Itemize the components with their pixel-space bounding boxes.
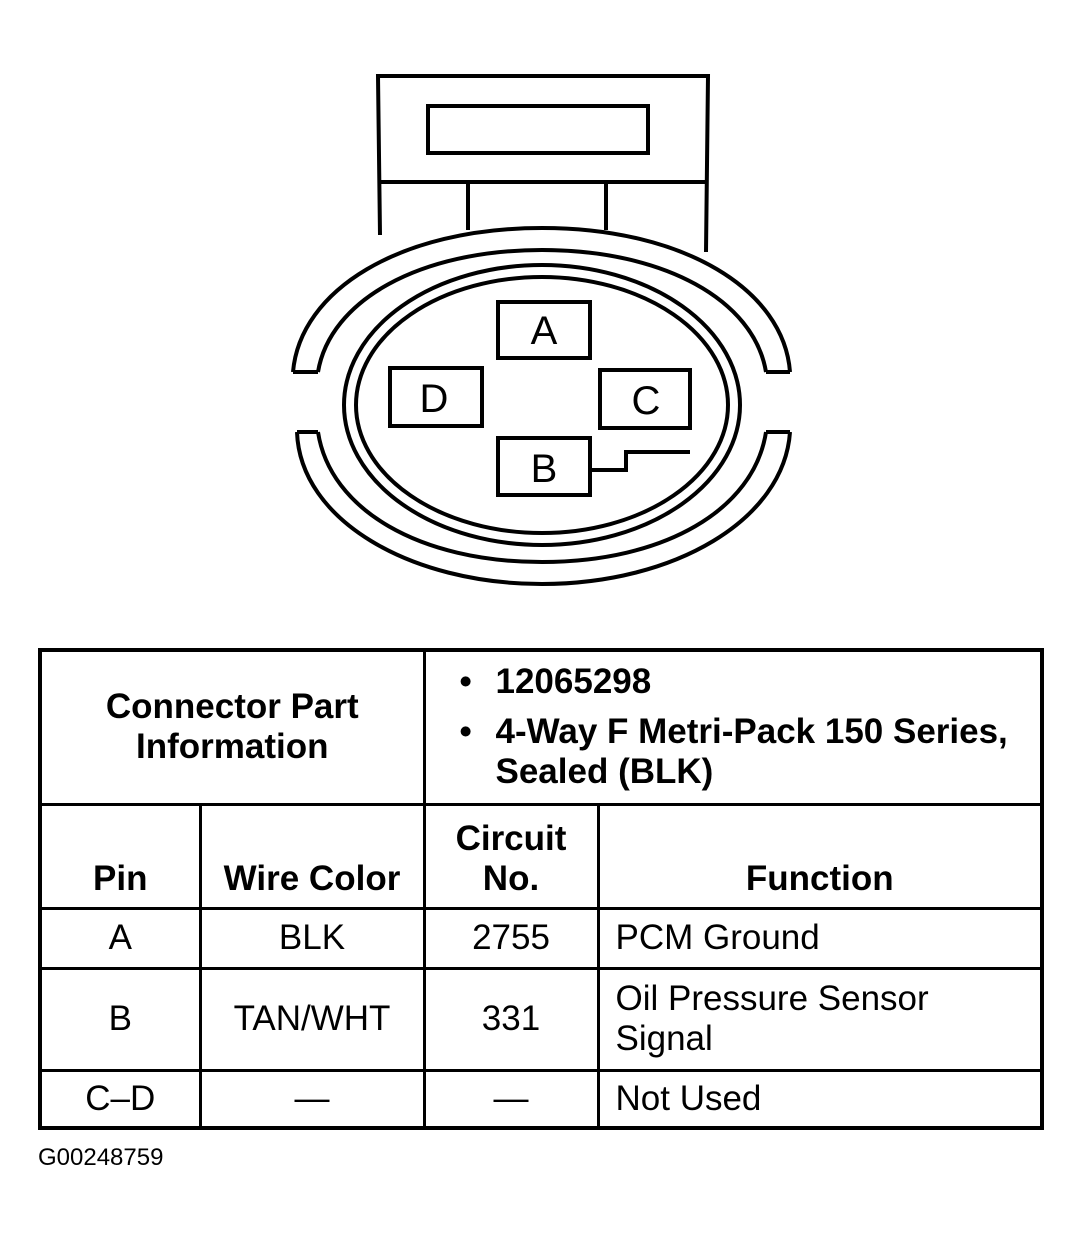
connector-type: 4-Way F Metri-Pack 150 Series, Sealed (B… — [495, 712, 1008, 792]
connector-outer-shell-inner-edge — [316, 247, 768, 565]
cavity-b-key — [590, 450, 690, 472]
circuit-cell: 2755 — [422, 906, 600, 970]
connector-seal-ring-inner — [354, 275, 730, 535]
cavity-label-b: B — [531, 447, 558, 491]
pin-cell: A — [38, 906, 202, 970]
part-info-list: • 12065298 • 4-Way F Metri-Pack 150 Series… — [436, 662, 1031, 792]
pin-cell: B — [38, 966, 202, 1072]
part-info-row: Connector Part Information • 12065298 • 4-… — [38, 648, 1044, 806]
pin-cell: C–D — [38, 1068, 202, 1130]
cavity-d — [388, 366, 484, 428]
cavity-label-d: D — [420, 377, 449, 421]
col-header-pin: Pin — [38, 802, 202, 910]
connector-seal-ring-outer — [342, 263, 742, 547]
function-cell: PCM Ground — [596, 906, 1044, 970]
function-cell: Not Used — [596, 1068, 1044, 1130]
col-header-wire-color: Wire Color — [198, 802, 426, 910]
part-info-label: Connector Part Information — [38, 648, 426, 806]
bullet-icon: • — [459, 662, 472, 702]
cavity-label-a: A — [531, 309, 558, 353]
wire-color-cell: — — [198, 1068, 426, 1130]
table-row: B TAN/WHT 331 Oil Pressure Sensor Signal — [38, 966, 1044, 1072]
cavity-label-c: C — [632, 379, 661, 423]
part-number-item: • 12065298 — [460, 662, 1031, 702]
table-row: C–D — — Not Used — [38, 1068, 1044, 1130]
circuit-cell: — — [422, 1068, 600, 1130]
function-cell: Oil Pressure Sensor Signal — [596, 966, 1044, 1072]
connector-face-diagram: A D C B — [291, 74, 792, 587]
col-header-function: Function — [596, 802, 1044, 910]
connector-pinout-table: Connector Part Information • 12065298 • 4-… — [38, 648, 1045, 1130]
col-header-circuit: Circuit No. — [422, 802, 600, 910]
cavity-a — [496, 300, 592, 360]
cavity-b — [496, 436, 592, 497]
connector-type-item: • 4-Way F Metri-Pack 150 Series, Sealed (… — [460, 712, 1031, 792]
connector-lock-tab — [375, 74, 711, 253]
wire-color-cell: BLK — [198, 906, 426, 970]
column-header-row: Pin Wire Color Circuit No. Function — [38, 802, 1044, 910]
part-info-details: • 12065298 • 4-Way F Metri-Pack 150 Series… — [422, 648, 1044, 806]
connector-outer-shell-bottom — [295, 431, 792, 587]
wire-color-cell: TAN/WHT — [198, 966, 426, 1072]
table-row: A BLK 2755 PCM Ground — [38, 906, 1044, 970]
connector-outer-shell-top — [291, 225, 792, 373]
connector-tab-slot — [426, 104, 650, 155]
cavity-c — [598, 368, 692, 430]
bullet-icon: • — [459, 712, 472, 752]
circuit-cell: 331 — [422, 966, 600, 1072]
part-number: 12065298 — [495, 662, 652, 702]
figure-id: G00248759 — [38, 1144, 164, 1171]
